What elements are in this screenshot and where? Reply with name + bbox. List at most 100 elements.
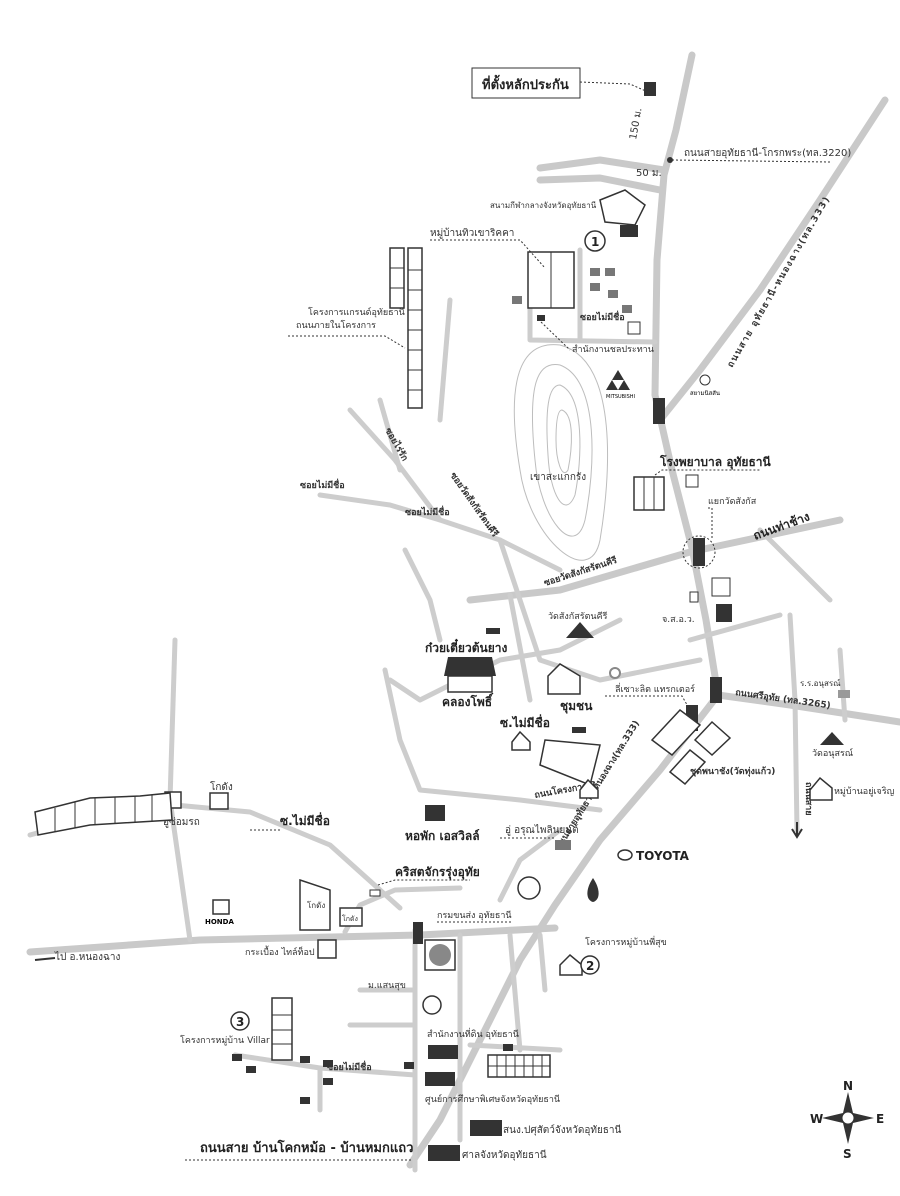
svg-text:3: 3 <box>236 1015 244 1029</box>
marker-3 <box>230 1011 250 1031</box>
svg-text:สยามนิสสัน: สยามนิสสัน <box>690 390 720 397</box>
buildings-pha-chang: ชุดพนาชัง(วัดทุ่งแก้ว) <box>650 708 775 786</box>
village-project-2: 2 โครงการหมู่บ้านพี่สุข <box>559 935 667 976</box>
svg-text:1: 1 <box>591 235 599 249</box>
collateral-location-box: ที่ตั้งหลักประกัน <box>471 67 656 99</box>
to-nong-chang-label: ไป อ.หนองฉาง <box>54 951 120 963</box>
tractor-shop: ลี่เซาะลิต แทรกเตอร์ <box>605 682 695 711</box>
mountain-label: เขาสะแกกรัง <box>530 472 586 483</box>
svg-text:สำนักงานที่ดิน อุทัยธานี: สำนักงานที่ดิน อุทัยธานี <box>427 1027 519 1040</box>
distance-50m: 50 ม. <box>636 168 662 179</box>
svg-text:ชุดพนาชัง(วัดทุ่งแก้ว): ชุดพนาชัง(วัดทุ่งแก้ว) <box>690 766 775 777</box>
m-saensuk-label: ม.แสนสุข <box>368 981 406 991</box>
bottom-road-label: ถนนสาย บ้านโคกหม้อ - บ้านหมกแถว <box>200 1139 413 1156</box>
village-thiwkhao: 1 หมู่บ้านทิวเขาริคคา <box>430 227 606 309</box>
svg-text:สำนักงานชลประทาน: สำนักงานชลประทาน <box>572 344 654 355</box>
distance-150m: 150 ม. <box>628 107 644 140</box>
tile-shop: กระเบื้อง ไทล์ท็อป <box>245 939 337 959</box>
grand-road-2 <box>437 297 453 423</box>
main-east-west-road <box>26 924 559 956</box>
warehouses: โกดัง อู่ซ่อมรถ โกดัง โกดัง <box>163 780 363 931</box>
svg-text:โครงการหมู่บ้านพี่สุข: โครงการหมู่บ้านพี่สุข <box>585 935 667 948</box>
arrow-left-icon <box>34 957 56 961</box>
svg-text:ร.ร.อนุสรณ์: ร.ร.อนุสรณ์ <box>800 678 841 688</box>
transport-office: กรมขนส่ง อุทัยธานี <box>424 910 513 971</box>
grand-project: โครงการแกรนด์อุทัยธานี ถนนภายในโครงการ <box>288 247 423 409</box>
svg-text:ลี่เซาะลิต แทรกเตอร์: ลี่เซาะลิต แทรกเตอร์ <box>615 682 695 695</box>
svg-text:วัดอนุสรณ์: วัดอนุสรณ์ <box>812 747 853 759</box>
nissan-dealer: สยามนิสสัน <box>690 374 720 397</box>
compass-rose: N S E W <box>810 1079 884 1161</box>
south-road-label: ถนนสาย <box>803 782 813 816</box>
svg-text:อู่ อรุณไพลินยนต์: อู่ อรุณไพลินยนต์ <box>505 824 579 836</box>
west-vertical-road <box>167 637 193 943</box>
soi-no-name-1: ซอยไม่มีชื่อ <box>405 505 450 518</box>
marker-2 <box>580 955 600 975</box>
compass-west: W <box>810 1112 823 1126</box>
traffic-light-icon <box>653 398 665 424</box>
west-network-7 <box>507 592 533 703</box>
svg-text:โรงพยาบาล อุทัยธานี: โรงพยาบาล อุทัยธานี <box>659 454 772 470</box>
svg-text:ถนนภายในโครงการ: ถนนภายในโครงการ <box>296 320 376 331</box>
svg-text:วัดสังกัสรัตนคีรี: วัดสังกัสรัตนคีรี <box>548 611 608 622</box>
seven-eleven-icon <box>685 474 699 488</box>
svg-text:MITSUBISHI: MITSUBISHI <box>606 394 635 400</box>
svg-text:โครงการแกรนด์อุทัยธานี: โครงการแกรนด์อุทัยธานี <box>308 306 405 318</box>
svg-text:สนามกีฬากลางจังหวัดอุทัยธานี: สนามกีฬากลางจังหวัดอุทัยธานี <box>490 201 597 210</box>
toyota-dealer: TOYOTA <box>617 849 690 863</box>
svg-text:หอพัก เอสวิลล์: หอพัก เอสวิลล์ <box>405 829 480 843</box>
seven-eleven-icon <box>627 321 641 335</box>
government-seal-icon <box>517 876 541 900</box>
ptt-logo-icon <box>587 878 599 902</box>
svg-text:ก๋วยเตี๋ยวต้นยาง: ก๋วยเตี๋ยวต้นยาง <box>425 638 507 655</box>
villa-road-label: ซอยไม่มีชื่อ <box>327 1060 372 1073</box>
soi-no-name-4: ซอยไม่มีชื่อ <box>300 478 345 491</box>
village-project-3: 3 โครงการหมู่บ้าน Villar <box>180 997 293 1061</box>
east-road <box>787 612 800 833</box>
collateral-building-icon <box>644 82 656 96</box>
plot-row-west <box>34 792 173 836</box>
main-road-north <box>651 51 722 699</box>
svg-text:โกดัง: โกดัง <box>342 914 358 923</box>
honda-dealer: HONDA <box>205 899 234 926</box>
svg-text:ศาลจังหวัดอุทัยธานี: ศาลจังหวัดอุทัยธานี <box>462 1149 547 1161</box>
car-repair: อู่ อรุณไพลินยนต์ <box>500 824 579 850</box>
svg-text:HONDA: HONDA <box>205 918 234 926</box>
wat-anuson: วัดอนุสรณ์ <box>812 732 853 759</box>
west-network-2 <box>317 492 443 523</box>
road-3265 <box>714 691 900 726</box>
svg-text:จ.ส.อ.ว.: จ.ส.อ.ว. <box>662 615 695 625</box>
svg-text:กระเบื้อง ไทล์ท็อป: กระเบื้อง ไทล์ท็อป <box>245 945 315 958</box>
west-network-4 <box>497 537 703 683</box>
government-seal-icon <box>422 995 442 1015</box>
soi-no-name-3: ซ.ไม่มีชื่อ <box>500 714 550 730</box>
stadium: สนามกีฬากลางจังหวัดอุทัยธานี <box>490 189 646 237</box>
collateral-title: ที่ตั้งหลักประกัน <box>482 74 569 93</box>
svg-text:โกดัง: โกดัง <box>307 900 325 910</box>
livestock-office: สนง.ปศุสัตว์จังหวัดอุทัยธานี <box>470 1120 622 1136</box>
temple-sangkat: วัดสังกัสรัตนคีรี <box>548 611 608 638</box>
svg-text:สนง.ปศุสัตว์จังหวัดอุทัยธานี: สนง.ปศุสัตว์จังหวัดอุทัยธานี <box>503 1124 622 1136</box>
svg-text:โกดัง: โกดัง <box>210 780 233 793</box>
provincial-court: ศาลจังหวัดอุทัยธานี <box>428 1145 547 1161</box>
office-pwa: สำนักงานชลประทาน <box>537 315 654 355</box>
plot-grid-south <box>487 1054 551 1078</box>
south-east-grid-2 <box>537 932 548 993</box>
kuay-tiew-shop: ก๋วยเตี๋ยวต้นยาง <box>425 628 507 655</box>
svg-text:คลองโพธิ์: คลองโพธิ์ <box>442 693 494 709</box>
svg-text:แยกวัดสังกัส: แยกวัดสังกัส <box>708 497 757 507</box>
route-333-north <box>656 96 889 424</box>
village-yucharoen: หมู่บ้านอยู่เจริญ <box>809 776 895 801</box>
south-east-grid-1 <box>507 932 523 1053</box>
land-office: สำนักงานที่ดิน อุทัยธานี <box>427 1027 519 1059</box>
west-network-6 <box>382 667 603 813</box>
svg-text:หมู่บ้านทิวเขาริคคา: หมู่บ้านทิวเขาริคคา <box>430 227 514 239</box>
khlong-road <box>402 547 443 643</box>
west-network-3 <box>377 397 403 473</box>
south-grid-5 <box>467 1042 563 1053</box>
houses-plots-center <box>511 727 601 799</box>
community: ชุมชน <box>547 663 593 714</box>
houses-south <box>232 1044 513 1104</box>
east-network-1 <box>757 527 833 603</box>
mitsubishi-dealer: MITSUBISHI <box>606 370 635 400</box>
